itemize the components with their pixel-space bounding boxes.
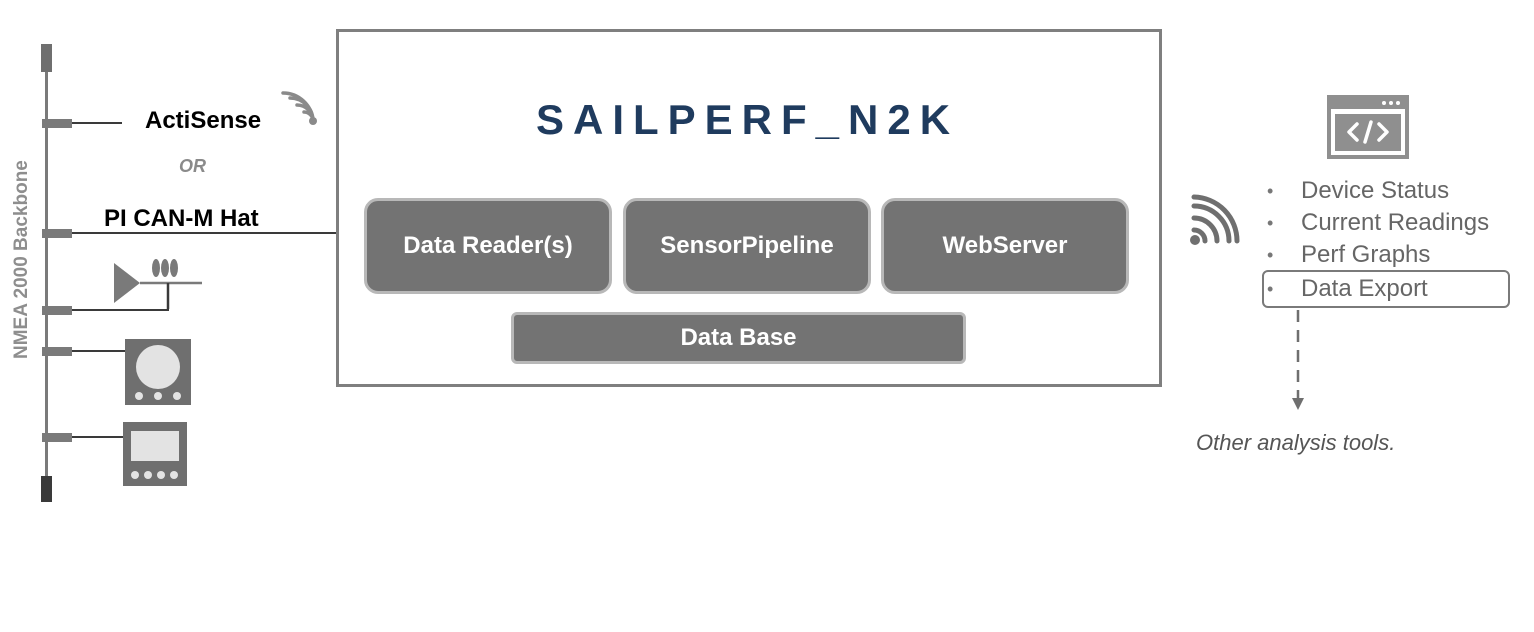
module-webserver: WebServer <box>881 198 1129 294</box>
actisense-label: ActiSense <box>145 107 262 134</box>
antenna-sensor-icon <box>114 259 202 309</box>
list-item: • Perf Graphs <box>1265 239 1489 271</box>
other-analysis-tools-label: Other analysis tools. <box>1196 430 1396 455</box>
drop-cable-gauge <box>72 350 126 352</box>
bullet-point: • <box>1267 212 1274 233</box>
feature-current-readings: Current Readings <box>1301 209 1490 236</box>
or-label: OR <box>179 156 206 176</box>
code-window-icon <box>1327 95 1409 159</box>
round-gauge-instrument-icon <box>125 339 191 405</box>
database-box: Data Base <box>511 312 966 364</box>
module-sensor-pipeline: SensorPipeline <box>623 198 871 294</box>
backbone-tap <box>42 433 72 442</box>
bullet-point: • <box>1267 278 1274 299</box>
drop-cable-display <box>72 436 124 438</box>
wireless-signal-icon <box>1190 194 1240 245</box>
data-export-highlight <box>1262 270 1510 308</box>
backbone-label: NMEA 2000 Backbone <box>11 160 32 359</box>
drop-cable-actisense <box>72 122 122 124</box>
feature-perf-graphs: Perf Graphs <box>1301 241 1431 268</box>
bullet-point: • <box>1267 180 1274 201</box>
backbone-terminator-top <box>41 44 52 72</box>
dashed-arrow <box>1292 310 1304 410</box>
backbone-tap <box>42 306 72 315</box>
drop-cable-pican <box>72 232 336 234</box>
display-instrument-icon <box>123 422 187 486</box>
feature-data-export: Data Export <box>1301 275 1428 302</box>
system-title: SAILPERF_N2K <box>535 96 960 143</box>
list-item: • Data Export <box>1265 273 1489 305</box>
drop-cable-sensor <box>72 309 169 311</box>
wireless-signal-icon <box>281 91 317 125</box>
backbone-tap <box>42 229 72 238</box>
pican-label: PI CAN-M Hat <box>104 205 259 232</box>
bullet-point: • <box>1267 244 1274 265</box>
nmea-backbone-line <box>45 48 48 498</box>
list-item: • Device Status <box>1265 175 1489 207</box>
list-item: • Current Readings <box>1265 207 1489 239</box>
feature-device-status: Device Status <box>1301 177 1450 204</box>
backbone-tap <box>42 347 72 356</box>
backbone-terminator-bottom <box>41 476 52 502</box>
web-feature-list: • Device Status • Current Readings • Per… <box>1265 175 1489 305</box>
backbone-tap <box>42 119 72 128</box>
module-data-reader: Data Reader(s) <box>364 198 612 294</box>
